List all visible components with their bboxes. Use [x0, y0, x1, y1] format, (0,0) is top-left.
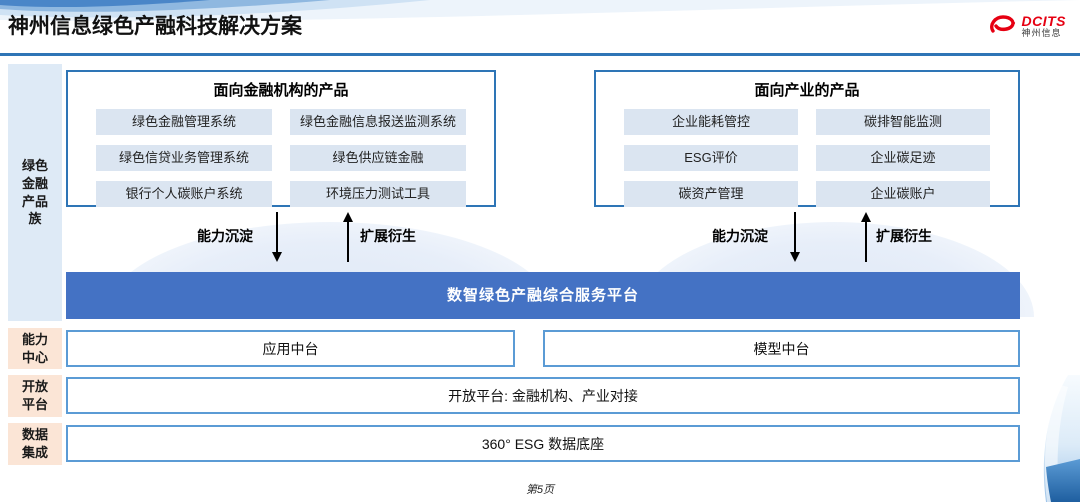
- product-item: 企业碳足迹: [816, 145, 990, 171]
- arrow-up-icon: [861, 212, 871, 262]
- product-item: 绿色金融信息报送监测系统: [290, 109, 466, 135]
- logo-brand: DCITS: [1021, 12, 1066, 29]
- company-logo: DCITS 神州信息: [987, 13, 1067, 39]
- dcits-swoosh-icon: [989, 15, 1015, 33]
- product-item: 绿色供应链金融: [290, 145, 466, 171]
- header-divider: [0, 53, 1080, 56]
- product-item: 环境压力测试工具: [290, 181, 466, 207]
- box-open-platform: 开放平台: 金融机构、产业对接: [66, 377, 1020, 414]
- panel-title: 面向金融机构的产品: [213, 82, 349, 99]
- panel-industry-products: 面向产业的产品 企业能耗管控 碳排智能监测 ESG评价 企业碳足迹 碳资产管理 …: [594, 70, 1020, 207]
- panel-title: 面向产业的产品: [754, 82, 860, 99]
- arrow-down-icon: [790, 212, 800, 262]
- flow-label-extension: 扩展衍生: [360, 228, 416, 244]
- box-esg-data-base: 360° ESG 数据底座: [66, 425, 1020, 462]
- corner-swoosh-decoration: [1043, 375, 1080, 502]
- rail-label: 数据集成: [21, 427, 48, 460]
- page-title: 神州信息绿色产融科技解决方案: [8, 15, 302, 38]
- product-item: 碳排智能监测: [816, 109, 990, 135]
- rail-label: 能力中心: [21, 331, 48, 365]
- arrow-up-icon: [343, 212, 353, 262]
- product-item: 绿色金融管理系统: [96, 109, 272, 135]
- panel-financial-products: 面向金融机构的产品 绿色金融管理系统 绿色金融信息报送监测系统 绿色信贷业务管理…: [66, 70, 496, 207]
- top-swoosh-decoration: [0, 0, 1080, 22]
- product-item: ESG评价: [624, 145, 798, 171]
- platform-bar: 数智绿色产融综合服务平台: [66, 272, 1020, 319]
- rail-data-integration: 数据集成: [8, 423, 62, 465]
- box-application-middle-platform: 应用中台: [66, 330, 515, 367]
- product-item: 银行个人碳账户系统: [96, 181, 272, 207]
- logo-brand-cn: 神州信息: [1021, 27, 1062, 38]
- flow-label-extension: 扩展衍生: [876, 228, 932, 244]
- product-item: 碳资产管理: [624, 181, 798, 207]
- panel-grid: 企业能耗管控 碳排智能监测 ESG评价 企业碳足迹 碳资产管理 企业碳账户: [596, 100, 1018, 207]
- flow-label-capability: 能力沉淀: [712, 228, 768, 244]
- flow-label-capability: 能力沉淀: [197, 228, 253, 244]
- rail-capability-center: 能力中心: [8, 328, 62, 369]
- arrow-down-icon: [272, 212, 282, 262]
- page-number: 第5页: [525, 484, 555, 496]
- rail-open-platform: 开放平台: [8, 375, 62, 417]
- panel-grid: 绿色金融管理系统 绿色金融信息报送监测系统 绿色信贷业务管理系统 绿色供应链金融…: [68, 100, 494, 207]
- product-item: 绿色信贷业务管理系统: [96, 145, 272, 171]
- logo-text: DCITS 神州信息: [1022, 14, 1067, 38]
- rail-green-finance-product-family: 绿色金融产品族: [8, 64, 62, 321]
- product-item: 企业能耗管控: [624, 109, 798, 135]
- rail-label: 绿色金融产品族: [21, 158, 48, 227]
- product-item: 企业碳账户: [816, 181, 990, 207]
- rail-label: 开放平台: [21, 379, 48, 412]
- box-model-middle-platform: 模型中台: [543, 330, 1020, 367]
